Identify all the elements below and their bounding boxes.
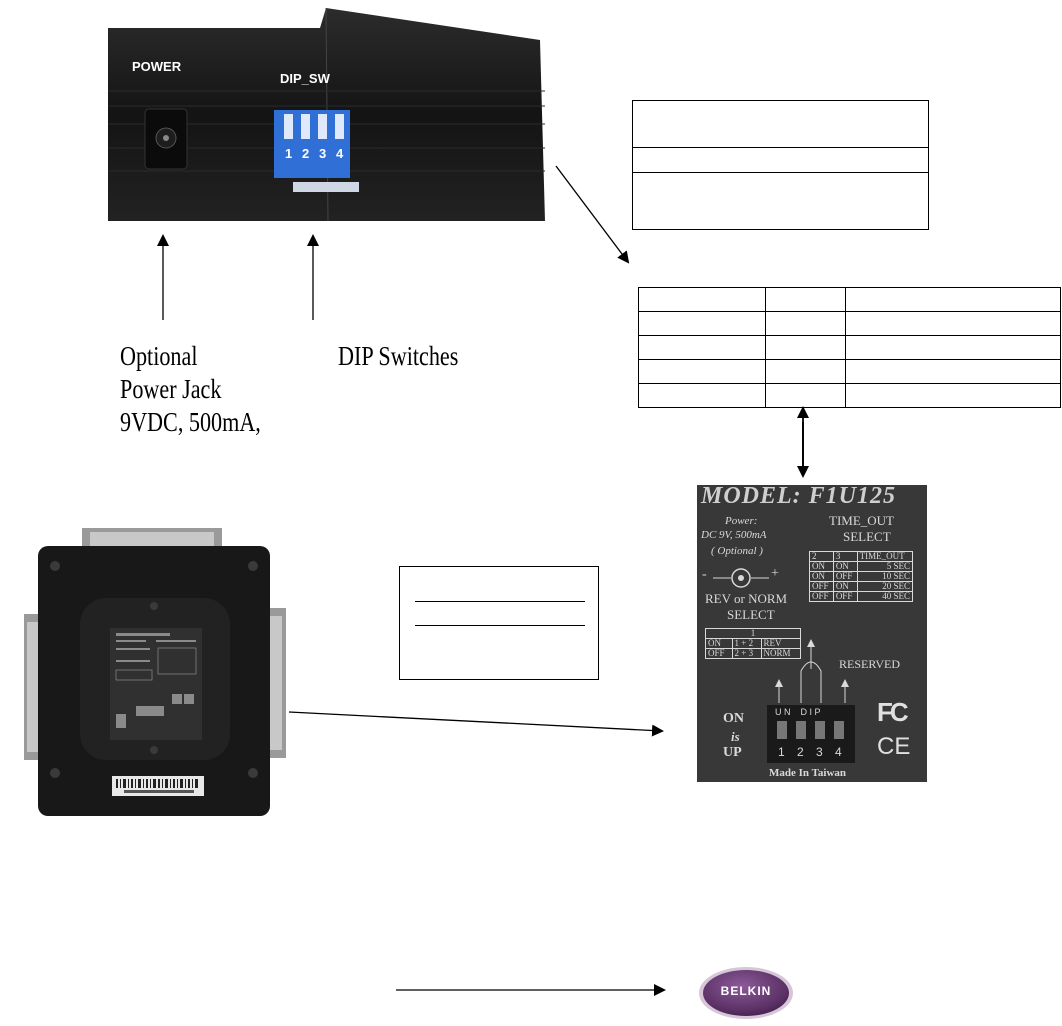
- empty-cell: [632, 100, 929, 148]
- table-cell: ON: [832, 561, 858, 572]
- timeout-table: 2 3 TIME_OUT ON ON 5 SEC ON OFF 10 SEC O…: [809, 551, 914, 602]
- dip-sw-label: DIP_SW: [280, 71, 330, 86]
- model-label-photo: MODEL: F1U125 Power: DC 9V, 500mA ( Opti…: [697, 485, 927, 782]
- label-pointer-arrow: [288, 711, 664, 737]
- table-cell: OFF: [809, 591, 834, 602]
- made-in-label: Made In Taiwan: [769, 767, 847, 779]
- table-cell: ON: [809, 561, 834, 572]
- power-label: POWER: [132, 59, 182, 74]
- select-right-label: SELECT: [843, 529, 891, 544]
- legend-rule: [415, 625, 585, 626]
- table-header: TIME_OUT: [856, 551, 914, 562]
- on-is-up-up: UP: [723, 745, 742, 760]
- table-cell: ON: [832, 581, 858, 592]
- empty-cell: [632, 147, 929, 173]
- empty-grid-table: [638, 287, 1061, 408]
- table-cell: ON: [809, 571, 834, 582]
- rev-norm-table: 1 ON 1 + 2 REV OFF 2 + 3 NORM: [705, 628, 802, 659]
- dip-number-1: 1: [285, 146, 293, 161]
- belkin-logo: BELKIN: [697, 965, 795, 1021]
- device-side-photo: POWER DIP_SW 1 2 3 4: [108, 6, 545, 222]
- table-cell: 10 SEC: [856, 571, 914, 582]
- table-cell: NORM: [760, 648, 802, 659]
- dip-number-4: 4: [336, 146, 344, 161]
- belkin-logo-text: BELKIN: [720, 984, 772, 998]
- legend-rule: [415, 601, 585, 602]
- diagonal-arrow: [555, 165, 630, 264]
- dip-pointer-lines: [775, 639, 849, 703]
- polarity-icon: [713, 568, 769, 588]
- model-title: MODEL: F1U125: [701, 485, 897, 509]
- table-cell: OFF: [832, 591, 858, 602]
- on-is-up-on: ON: [723, 711, 744, 726]
- reserved-label: RESERVED: [839, 657, 901, 671]
- caption-line: Power Jack: [120, 374, 222, 404]
- table-cell: ON: [705, 638, 733, 649]
- polarity-plus: +: [771, 566, 779, 581]
- power-spec: DC 9V, 500mA: [701, 529, 767, 541]
- label-dip-header: U N D I P: [775, 707, 821, 717]
- table-cell: 2 + 3: [731, 648, 762, 659]
- dip-number-3: 3: [319, 146, 327, 161]
- table-header: 3: [832, 551, 858, 562]
- table-cell: OFF: [705, 648, 733, 659]
- empty-legend-box: [399, 566, 599, 680]
- table-cell: 5 SEC: [856, 561, 914, 572]
- time-out-label: TIME_OUT: [829, 513, 894, 528]
- on-is-up-is: is: [731, 729, 740, 744]
- label-dip-number-4: 4: [835, 745, 842, 759]
- rev-norm-label: REV or NORM: [705, 591, 788, 606]
- empty-cell: [632, 172, 929, 230]
- table-header: 2: [809, 551, 834, 562]
- label-dip-switch: U N D I P 1 2 3 4: [767, 705, 855, 763]
- dip-switches-caption: DIP Switches: [338, 341, 459, 371]
- table-cell: OFF: [809, 581, 834, 592]
- ce-mark: CE: [877, 733, 911, 760]
- device-bottom-photo: [24, 528, 286, 818]
- power-jack-caption: Optional Power Jack 9VDC, 500mA,: [120, 340, 261, 439]
- table-cell: 1 + 2: [731, 638, 762, 649]
- power-optional: ( Optional ): [711, 545, 763, 557]
- table-cell: OFF: [832, 571, 858, 582]
- label-dip-number-2: 2: [797, 745, 804, 759]
- polarity-minus: -: [702, 567, 707, 582]
- caption-line: 9VDC, 500mA,: [120, 407, 261, 437]
- power-title: Power:: [725, 515, 758, 527]
- label-dip-number-1: 1: [778, 745, 785, 759]
- dip-number-2: 2: [302, 146, 310, 161]
- fcc-mark: FC: [877, 697, 909, 727]
- table-cell: 20 SEC: [856, 581, 914, 592]
- select-left-label: SELECT: [727, 607, 775, 622]
- table-cell: 40 SEC: [856, 591, 914, 602]
- label-dip-number-3: 3: [816, 745, 823, 759]
- caption-line: Optional: [120, 341, 198, 371]
- empty-info-box: [632, 100, 929, 230]
